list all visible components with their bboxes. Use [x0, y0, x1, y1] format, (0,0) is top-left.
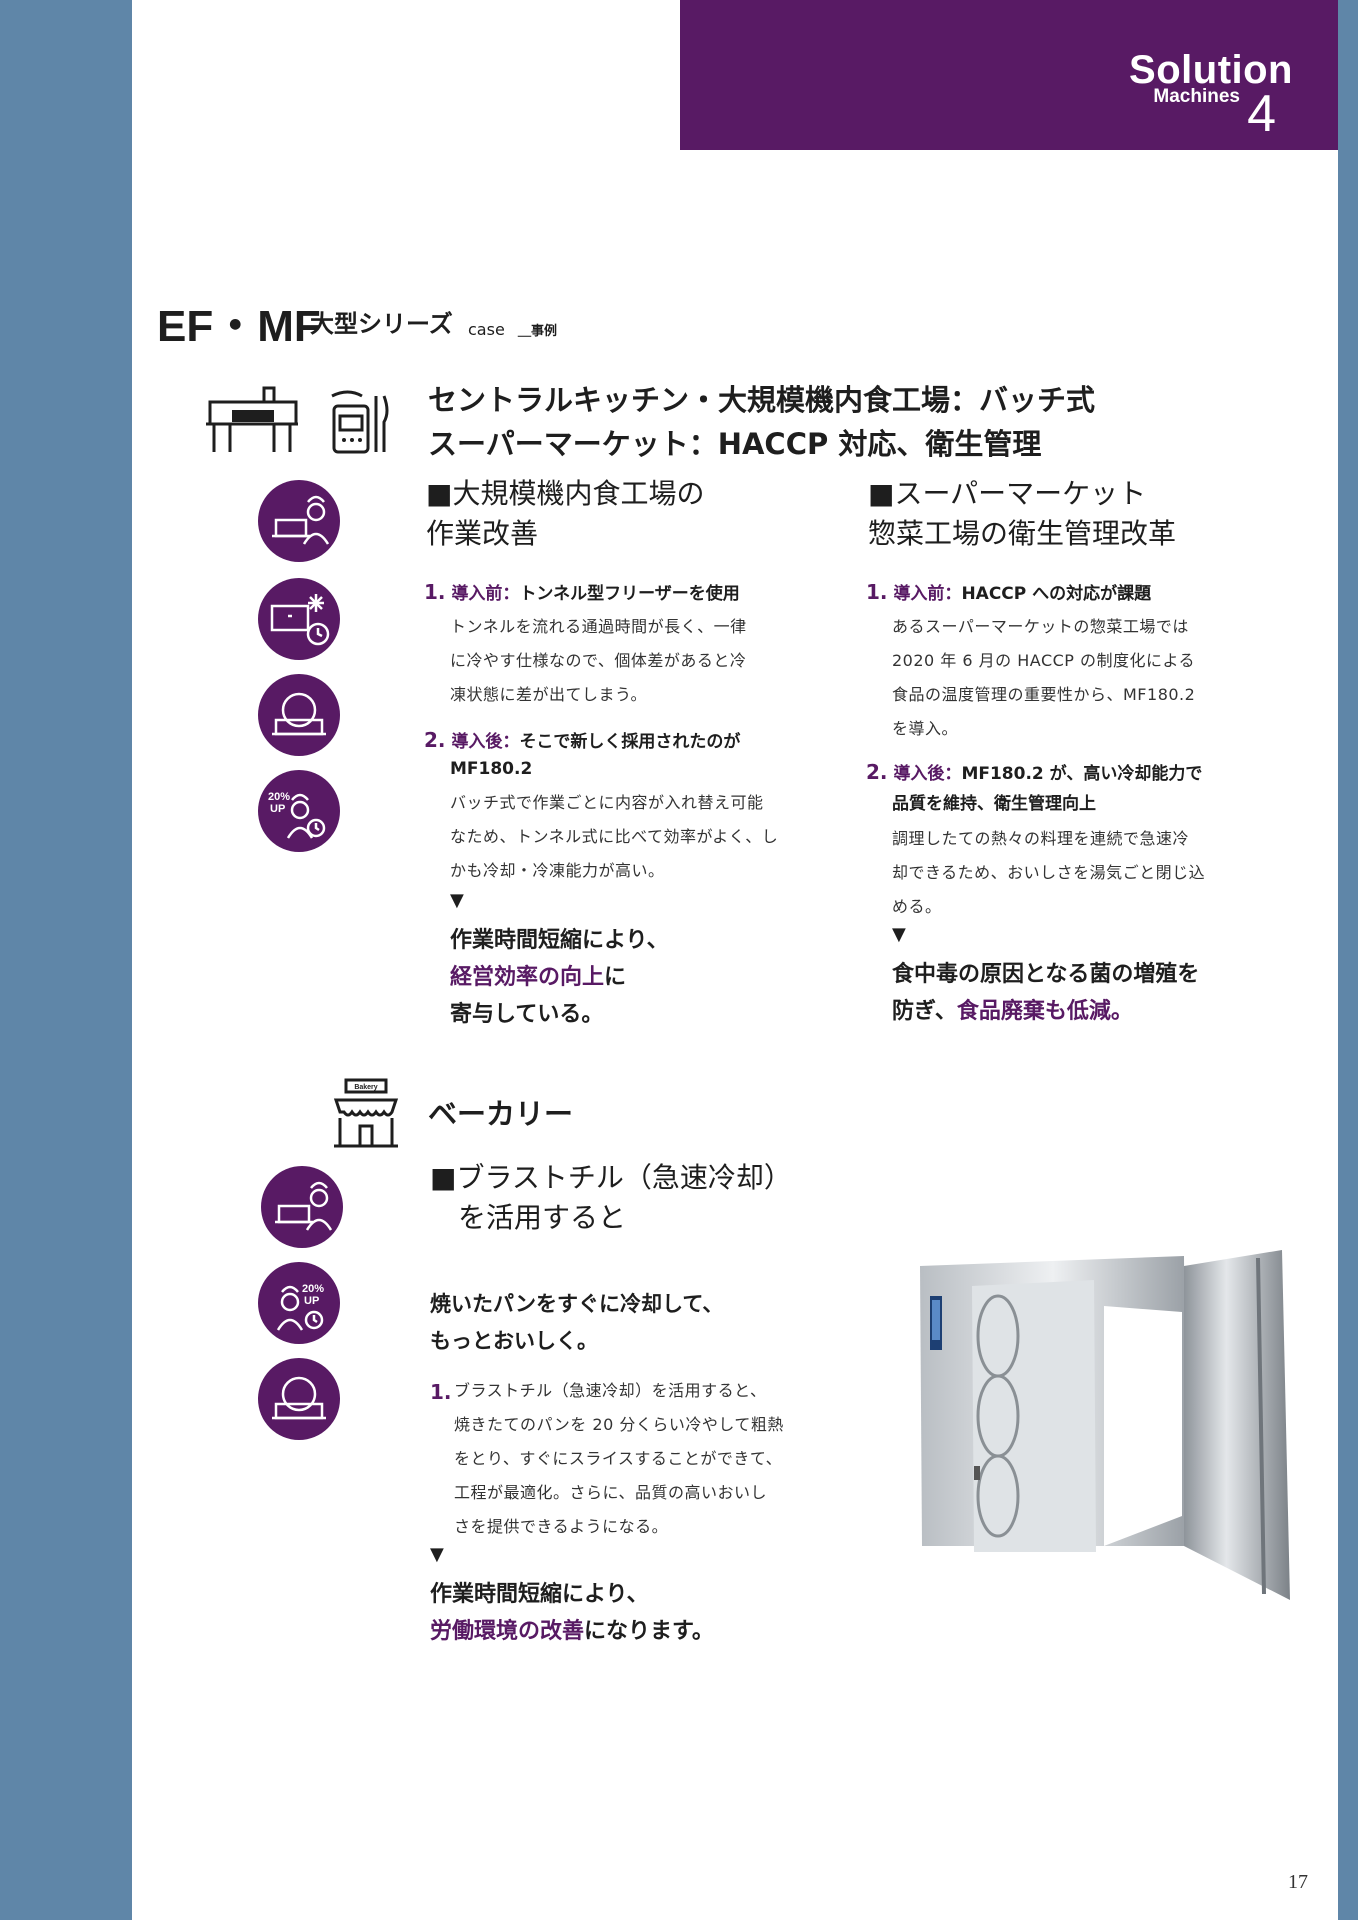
- left-item2-text2: MF180.2: [450, 759, 533, 779]
- right-item2-header: 2. 導入後：MF180.2 が、高い冷却能力で: [866, 758, 1202, 788]
- left-concl-line1: 作業時間短縮により、: [450, 928, 669, 953]
- bakery-sign-text: Bakery: [354, 1084, 377, 1091]
- left-arrow: ▼: [450, 890, 464, 911]
- page: Solution Machines 4 EF・MF 大型シリーズ case ＿事…: [132, 0, 1338, 1920]
- left-item2-line: なため、トンネル式に比べて効率がよく、し: [450, 827, 779, 846]
- productivity-up-icon: 20%UP: [258, 770, 340, 852]
- badge-up-text: UP: [304, 1295, 319, 1307]
- bakery-concl-highlight: 労働環境の改善: [430, 1619, 585, 1644]
- right-item1-no: 1.: [866, 580, 888, 604]
- right-item2-text: MF180.2 が、高い冷却能力で: [961, 764, 1203, 784]
- right-item1-line: 2020 年 6 月の HACCP の制度化による: [892, 651, 1196, 670]
- bakery-item1-line: 工程が最適化。さらに、品質の高いおいし: [454, 1483, 768, 1502]
- right-title-1: ■スーパーマーケット: [868, 477, 1147, 510]
- bakery-concl-tail: になります。: [584, 1619, 714, 1644]
- blast-chiller-photo: [920, 1250, 1290, 1600]
- left-item1-line: トンネルを流れる通過時間が長く、一律: [450, 617, 747, 636]
- bakery-title-1: ■ブラストチル（急速冷却）: [430, 1161, 792, 1194]
- left-item2-line: バッチ式で作業ごとに内容が入れ替え可能: [450, 793, 764, 812]
- right-item2-line: 調理したての熱々の料理を連続で急速冷: [892, 829, 1190, 848]
- right-item1-line: を導入。: [892, 719, 959, 738]
- bakery-arrow: ▼: [430, 1544, 444, 1565]
- right-item2-no: 2.: [866, 760, 888, 784]
- bakery-item1-body: ブラストチル（急速冷却）を活用すると、 焼きたてのパンを 20 分くらい冷やして…: [454, 1374, 844, 1544]
- right-item2-text2: 品質を維持、衛生管理向上: [892, 794, 1096, 814]
- chef-serving-icon: [258, 480, 340, 562]
- page-title: EF・MF: [157, 302, 321, 351]
- bakery-item1-line: さを提供できるようになる。: [454, 1517, 669, 1536]
- left-item1-body: トンネルを流れる通過時間が長く、一律 に冷やす仕様なので、個体差があると冷 凍状…: [450, 610, 830, 712]
- left-title-2: 作業改善: [426, 517, 539, 550]
- freezer-timer-icon: [258, 578, 340, 660]
- left-item2-header: 2. 導入後：そこで新しく採用されたのが: [424, 726, 740, 756]
- bake-freeze-icon: [258, 1358, 340, 1440]
- bakery-heading: ベーカリー: [428, 1097, 574, 1131]
- section1-heading-2: スーパーマーケット：HACCP 対応、衛生管理: [428, 427, 1042, 461]
- left-item2-line: かも冷却・冷凍能力が高い。: [450, 861, 665, 880]
- page-number: 17: [1288, 1871, 1308, 1893]
- title-case-jp: ＿事例: [518, 324, 558, 339]
- bake-freeze-icon: [258, 674, 340, 756]
- bakery-item1-line: ブラストチル（急速冷却）を活用すると、: [454, 1381, 767, 1400]
- left-item1-header: 1. 導入前：トンネル型フリーザーを使用: [424, 578, 740, 608]
- left-item1-line: に冷やす仕様なので、個体差があると冷: [450, 651, 747, 670]
- bakery-shop-icon: Bakery: [333, 1078, 399, 1148]
- right-item1-label: 導入前：: [893, 584, 962, 604]
- bakery-item1-line: をとり、すぐにスライスすることができて、: [454, 1449, 783, 1468]
- left-item2-label: 導入後：: [451, 732, 520, 752]
- left-concl-line3: 寄与している。: [450, 1002, 604, 1027]
- right-item1-header: 1. 導入前：HACCP への対応が課題: [866, 578, 1151, 608]
- badge-pct-text: 20%: [302, 1283, 324, 1295]
- left-item2-body: バッチ式で作業ごとに内容が入れ替え可能 なため、トンネル式に比べて効率がよく、し…: [450, 786, 840, 888]
- right-item2-line: 却できるため、おいしさを湯気ごと閉じ込: [892, 863, 1206, 882]
- bakery-lead-line1: 焼いたパンをすぐに冷却して、: [430, 1292, 724, 1316]
- solution-banner: Solution Machines 4: [680, 0, 1338, 150]
- left-item1-text: トンネル型フリーザーを使用: [519, 584, 740, 604]
- right-title-2: 惣菜工場の衛生管理改革: [868, 517, 1177, 550]
- chef-serving-icon: [261, 1166, 343, 1248]
- bakery-lead: 焼いたパンをすぐに冷却して、 もっとおいしく。: [430, 1286, 723, 1360]
- right-item1-body: あるスーパーマーケットの惣菜工場では 2020 年 6 月の HACCP の制度…: [892, 610, 1272, 746]
- right-arrow: ▼: [892, 924, 906, 945]
- left-item1-no: 1.: [424, 580, 446, 604]
- productivity-up-icon: 20%UP: [258, 1262, 340, 1344]
- bakery-concl-line1: 作業時間短縮により、: [430, 1582, 649, 1607]
- right-item2-body: 調理したての熱々の料理を連続で急速冷 却できるため、おいしさを湯気ごと閉じ込 め…: [892, 822, 1282, 924]
- badge-up-text: UP: [270, 803, 285, 815]
- badge-pct-text: 20%: [268, 791, 290, 803]
- left-item1-label: 導入前：: [451, 584, 520, 604]
- kitchen-meal-icon: [331, 390, 389, 454]
- section1-heading-1: セントラルキッチン・大規模機内食工場：バッチ式: [428, 383, 1096, 417]
- bakery-item1-no: 1.: [430, 1378, 452, 1408]
- page-subtitle: 大型シリーズ: [310, 310, 453, 338]
- left-item1-line: 凍状態に差が出てしまう。: [450, 685, 648, 704]
- right-concl-line1: 食中毒の原因となる菌の増殖を: [892, 962, 1200, 987]
- bakery-item1-number: 1.: [430, 1380, 452, 1404]
- right-item1-line: 食品の温度管理の重要性から、MF180.2: [892, 685, 1196, 704]
- right-concl-highlight: 食品廃棄も低減。: [956, 999, 1133, 1024]
- left-item2-no: 2.: [424, 728, 446, 752]
- right-concl-head: 防ぎ、: [892, 999, 957, 1024]
- right-item2-line: める。: [892, 897, 942, 916]
- banner-solution: Solution: [1129, 48, 1293, 92]
- tunnel-freezer-icon: [206, 386, 298, 452]
- bakery-item1-line: 焼きたてのパンを 20 分くらい冷やして粗熱: [454, 1415, 784, 1434]
- title-case: case: [468, 320, 505, 339]
- right-item2-label: 導入後：: [893, 764, 962, 784]
- left-item2-text: そこで新しく採用されたのが: [519, 732, 741, 752]
- bakery-title-2: を活用すると: [458, 1201, 627, 1234]
- bakery-conclusion: 作業時間短縮により、 労働環境の改善になります。: [430, 1576, 714, 1650]
- banner-number: 4: [1247, 85, 1276, 143]
- right-item1-text: HACCP への対応が課題: [961, 584, 1152, 604]
- left-concl-tail: に: [604, 965, 627, 990]
- left-concl-highlight: 経営効率の向上: [450, 965, 605, 990]
- left-conclusion: 作業時間短縮により、 経営効率の向上に 寄与している。: [450, 922, 669, 1033]
- right-conclusion: 食中毒の原因となる菌の増殖を 防ぎ、食品廃棄も低減。: [892, 956, 1199, 1030]
- banner-machines: Machines: [1153, 86, 1240, 107]
- left-title-1: ■大規模機内食工場の: [426, 477, 705, 510]
- bakery-lead-line2: もっとおいしく。: [430, 1329, 598, 1353]
- right-item1-line: あるスーパーマーケットの惣菜工場では: [892, 617, 1189, 636]
